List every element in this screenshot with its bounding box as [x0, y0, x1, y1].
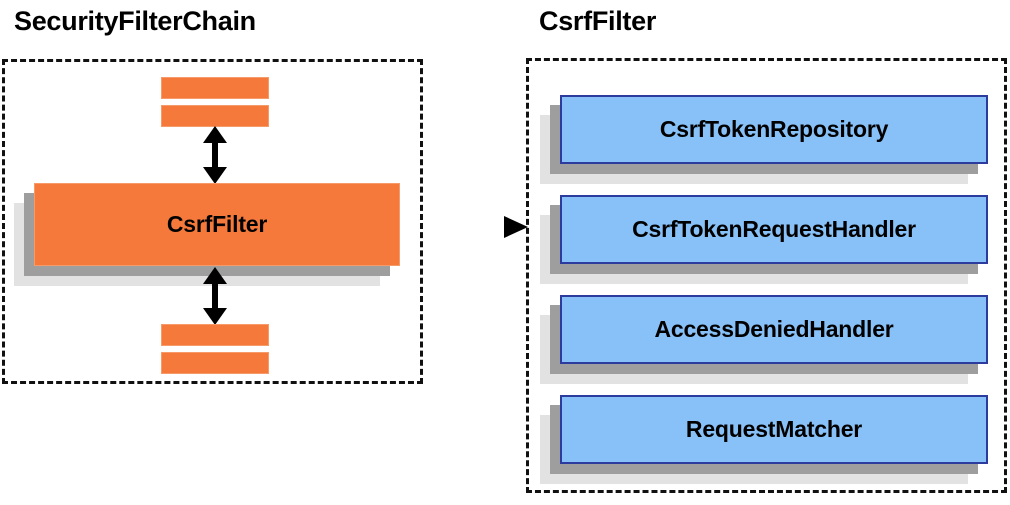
csrf-filter-collaborators-panel — [526, 58, 1007, 493]
security-filter-chain-panel — [2, 59, 423, 384]
filter-link-arrow-below — [203, 267, 227, 325]
arrow-shaft — [212, 280, 218, 312]
arrow-head-up-icon — [203, 126, 227, 143]
component-box-csrf-token-repository[interactable]: CsrfTokenRepository — [560, 95, 988, 164]
component-box-access-denied-handler[interactable]: AccessDeniedHandler — [560, 295, 988, 364]
page-title-security-filter-chain: SecurityFilterChain — [14, 6, 256, 36]
arrow-shaft — [212, 139, 218, 171]
arrow-head-up-icon — [203, 267, 227, 284]
filter-link-arrow-above — [203, 126, 227, 184]
page-title-csrf-filter: CsrfFilter — [539, 6, 657, 36]
expands-to-arrow — [422, 216, 528, 238]
filter-bar-below-2 — [161, 352, 269, 374]
filter-bar-above-2 — [161, 105, 269, 127]
filter-bar-below-1 — [161, 324, 269, 346]
arrow-head-right-icon — [504, 216, 528, 238]
component-box-csrf-token-request-handler[interactable]: CsrfTokenRequestHandler — [560, 195, 988, 264]
component-box-request-matcher[interactable]: RequestMatcher — [560, 395, 988, 464]
csrf-filter-box[interactable]: CsrfFilter — [34, 183, 400, 266]
filter-bar-above-1 — [161, 77, 269, 99]
arrow-head-down-icon — [203, 167, 227, 184]
arrow-head-down-icon — [203, 308, 227, 325]
